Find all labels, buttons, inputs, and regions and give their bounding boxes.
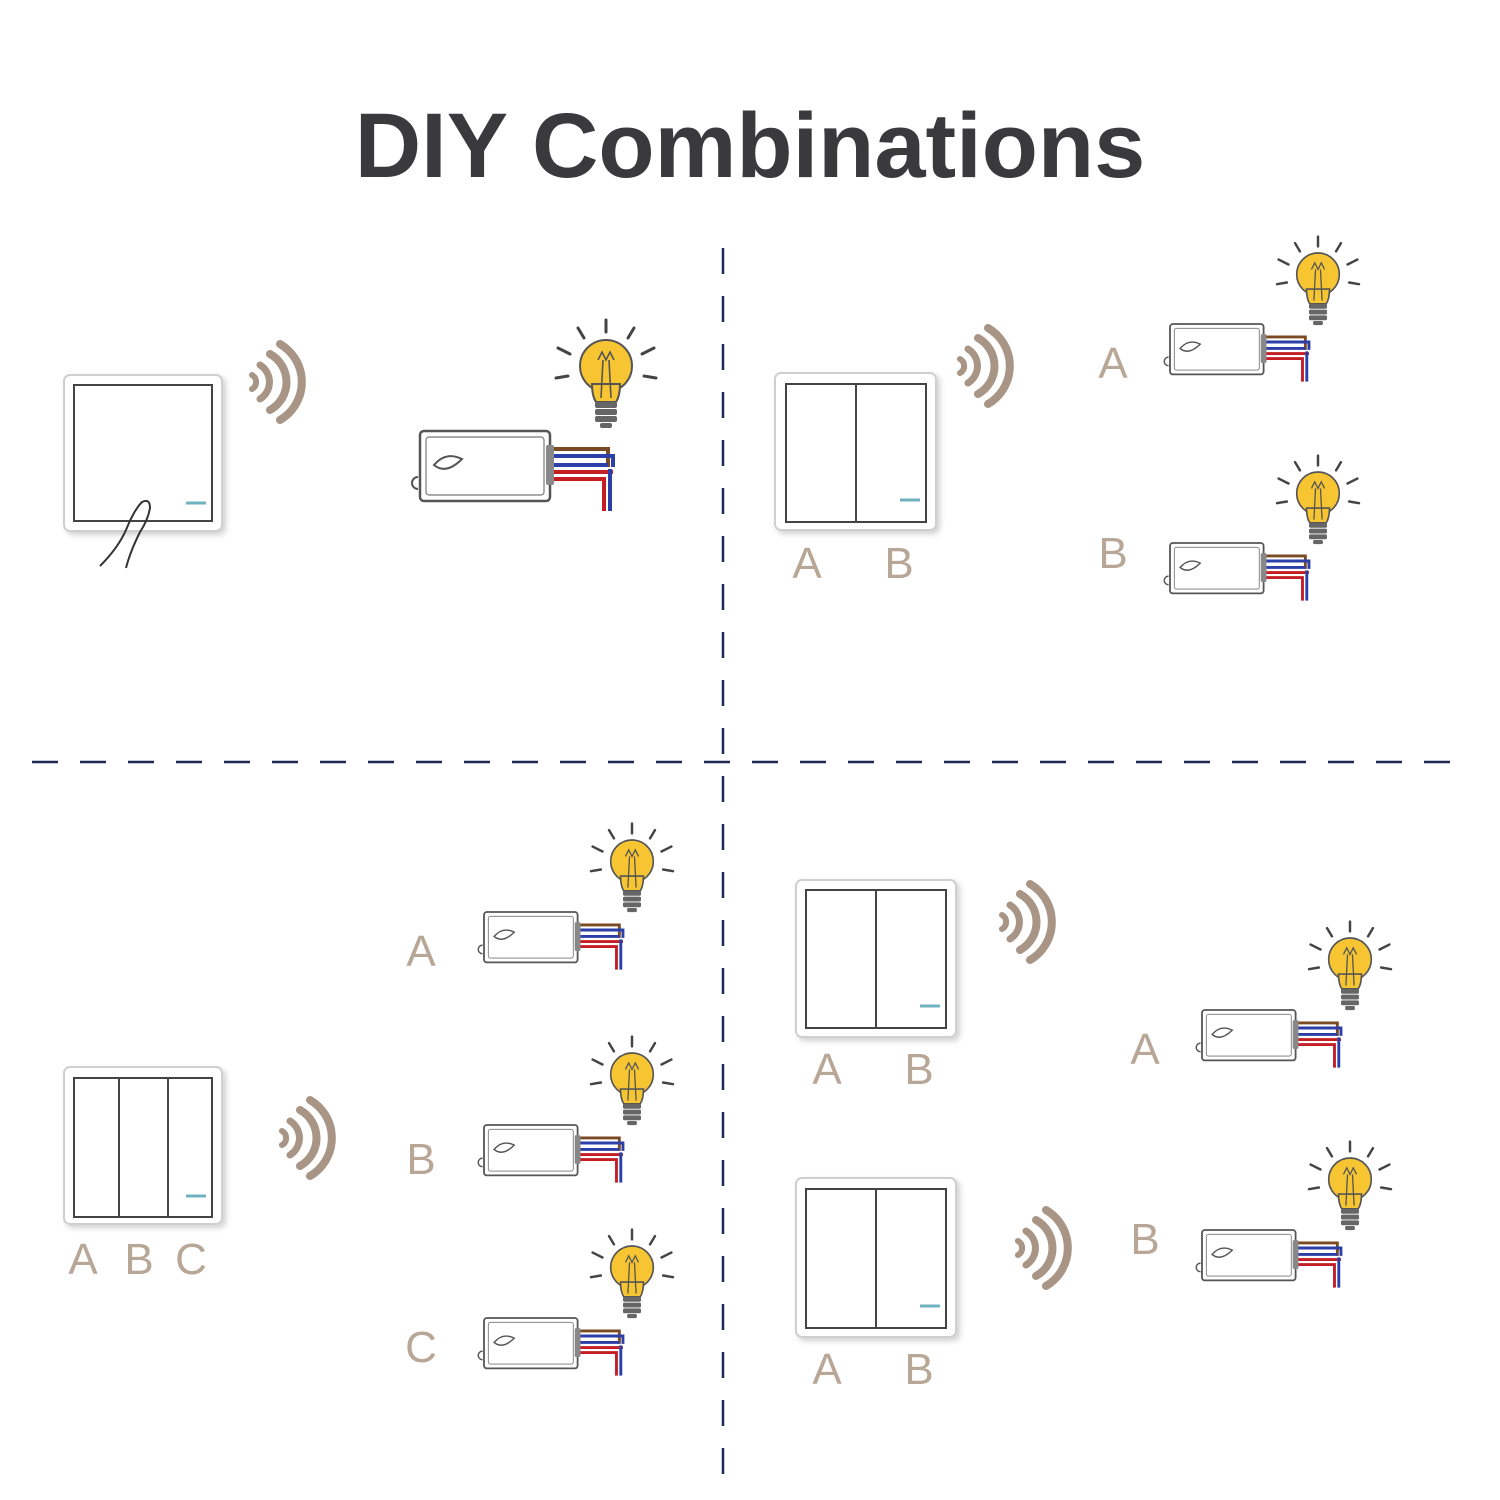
q3-receiver-label-c: C	[405, 1323, 437, 1372]
q3-switch-label-c: C	[175, 1235, 207, 1284]
q4-double-switch-1	[795, 879, 957, 1038]
receiver-module-icon	[410, 429, 615, 513]
light-bulb-icon	[589, 822, 675, 914]
q4-receiver-label-a: A	[1130, 1025, 1160, 1074]
q4-switch2-label-a: A	[812, 1345, 842, 1394]
q3-switch-label-a: A	[68, 1235, 98, 1284]
signal-waves-icon	[252, 344, 302, 420]
light-bulb-icon	[554, 318, 658, 430]
q4-switch2-label-b: B	[904, 1345, 934, 1394]
signal-waves-icon	[1002, 884, 1052, 960]
q2-receiver-label-b: B	[1098, 529, 1128, 578]
receiver-module-icon	[476, 1316, 625, 1378]
receiver-module-icon	[1162, 541, 1311, 603]
q2-double-switch	[774, 372, 937, 531]
q2-receiver-label-a: A	[1098, 339, 1128, 388]
receiver-module-icon	[476, 910, 625, 972]
q4-switch1-label-a: A	[812, 1045, 842, 1094]
light-bulb-icon	[589, 1228, 675, 1320]
receiver-module-icon	[476, 1123, 625, 1185]
q2-switch-label-a: A	[792, 539, 822, 588]
page-title: DIY Combinations	[354, 95, 1146, 197]
signal-waves-icon	[1018, 1210, 1068, 1286]
q3-switch-label-b: B	[124, 1235, 154, 1284]
receiver-module-icon	[1162, 322, 1311, 384]
signal-waves-icon	[282, 1100, 332, 1176]
light-bulb-icon	[589, 1035, 675, 1127]
receiver-module-icon	[1194, 1228, 1343, 1290]
q3-receiver-label-a: A	[406, 927, 436, 976]
light-bulb-icon	[1307, 1140, 1393, 1232]
light-bulb-icon	[1307, 920, 1393, 1012]
q1-single-switch	[63, 374, 223, 532]
finger-hand-icon	[99, 499, 152, 569]
q2-switch-label-b: B	[884, 539, 914, 588]
q4-switch1-label-b: B	[904, 1045, 934, 1094]
light-bulb-icon	[1275, 454, 1361, 546]
light-bulb-icon	[1275, 235, 1361, 327]
receiver-module-icon	[1194, 1008, 1343, 1070]
q3-receiver-label-b: B	[406, 1135, 436, 1184]
q3-triple-switch	[63, 1066, 223, 1225]
q4-double-switch-2	[795, 1177, 957, 1338]
signal-waves-icon	[960, 328, 1010, 404]
q4-receiver-label-b: B	[1130, 1215, 1160, 1264]
